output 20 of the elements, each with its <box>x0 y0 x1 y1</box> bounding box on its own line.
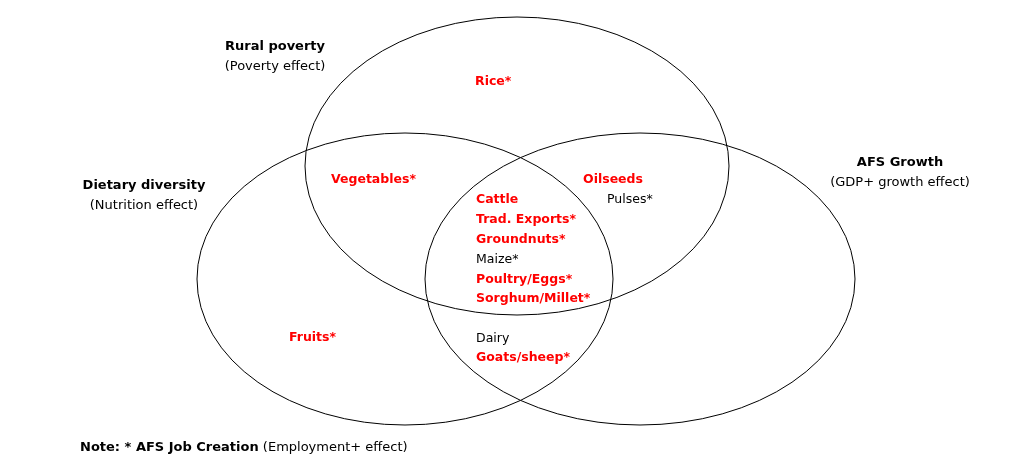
item-label: Rice* <box>475 73 512 88</box>
note-text: Note: * AFS Job Creation (Employment+ effect) <box>80 439 408 454</box>
circle-subtitle: (Poverty effect) <box>224 58 326 73</box>
item-label: Vegetables* <box>331 171 416 186</box>
item-label: Poultry/Eggs* <box>476 271 573 286</box>
item-label: Pulses* <box>607 191 653 206</box>
item-label: Oilseeds <box>583 171 643 186</box>
circle-title: AFS Growth <box>856 154 944 169</box>
circle-title: Rural poverty <box>224 38 326 53</box>
circle-subtitle: (Nutrition effect) <box>89 197 199 212</box>
item-label: Maize* <box>476 251 519 266</box>
item-label: Cattle <box>476 191 519 206</box>
circle-title: Dietary diversity <box>82 177 206 192</box>
circle-subtitle: (GDP+ growth effect) <box>830 174 970 189</box>
item-label: Fruits* <box>289 329 337 344</box>
item-label: Sorghum/Millet* <box>476 290 591 305</box>
item-label: Trad. Exports* <box>476 211 577 226</box>
item-label: Groundnuts* <box>476 231 566 246</box>
item-label: Goats/sheep* <box>476 349 571 364</box>
item-label: Dairy <box>476 330 510 345</box>
